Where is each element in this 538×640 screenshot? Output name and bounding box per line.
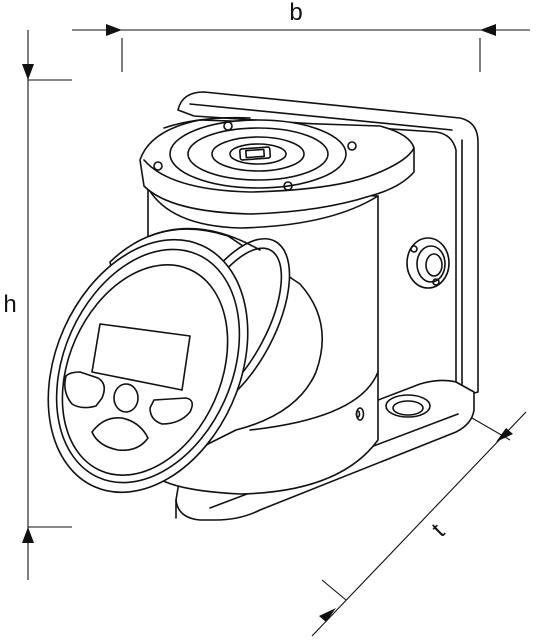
square-drive xyxy=(239,146,272,161)
label-b: b xyxy=(289,0,302,26)
head-screw-4 xyxy=(153,161,163,171)
lcd-screen xyxy=(91,323,191,391)
dimension-line-t xyxy=(311,411,527,637)
arrow-b-left xyxy=(106,24,122,36)
dimension-h: h xyxy=(3,30,72,580)
side-screw-hole xyxy=(406,237,450,289)
arrow-b-right xyxy=(480,24,496,36)
arrow-t-top xyxy=(496,428,513,442)
head-screw-3 xyxy=(283,181,293,191)
display-bezel-inner xyxy=(61,264,229,476)
right-button xyxy=(149,397,194,425)
arrow-h-bottom xyxy=(22,527,34,543)
display-bezel-ring xyxy=(55,248,241,484)
arrow-t-bottom xyxy=(319,608,336,622)
display-face xyxy=(47,238,249,494)
head-screw-1 xyxy=(223,121,233,131)
base-mounting-hole xyxy=(385,394,431,418)
arrow-h-top xyxy=(22,64,34,80)
bottom-button xyxy=(91,416,149,452)
label-h: h xyxy=(3,291,16,318)
center-button xyxy=(113,383,139,413)
left-button xyxy=(64,371,106,409)
mounting-plate xyxy=(177,91,479,399)
head-screw-2 xyxy=(347,141,357,151)
extension-line-t-bottom xyxy=(321,579,347,601)
drive-head xyxy=(139,116,415,215)
dimension-b: b xyxy=(72,0,530,72)
label-t: t xyxy=(427,518,451,542)
side-hole-dot xyxy=(410,245,418,253)
